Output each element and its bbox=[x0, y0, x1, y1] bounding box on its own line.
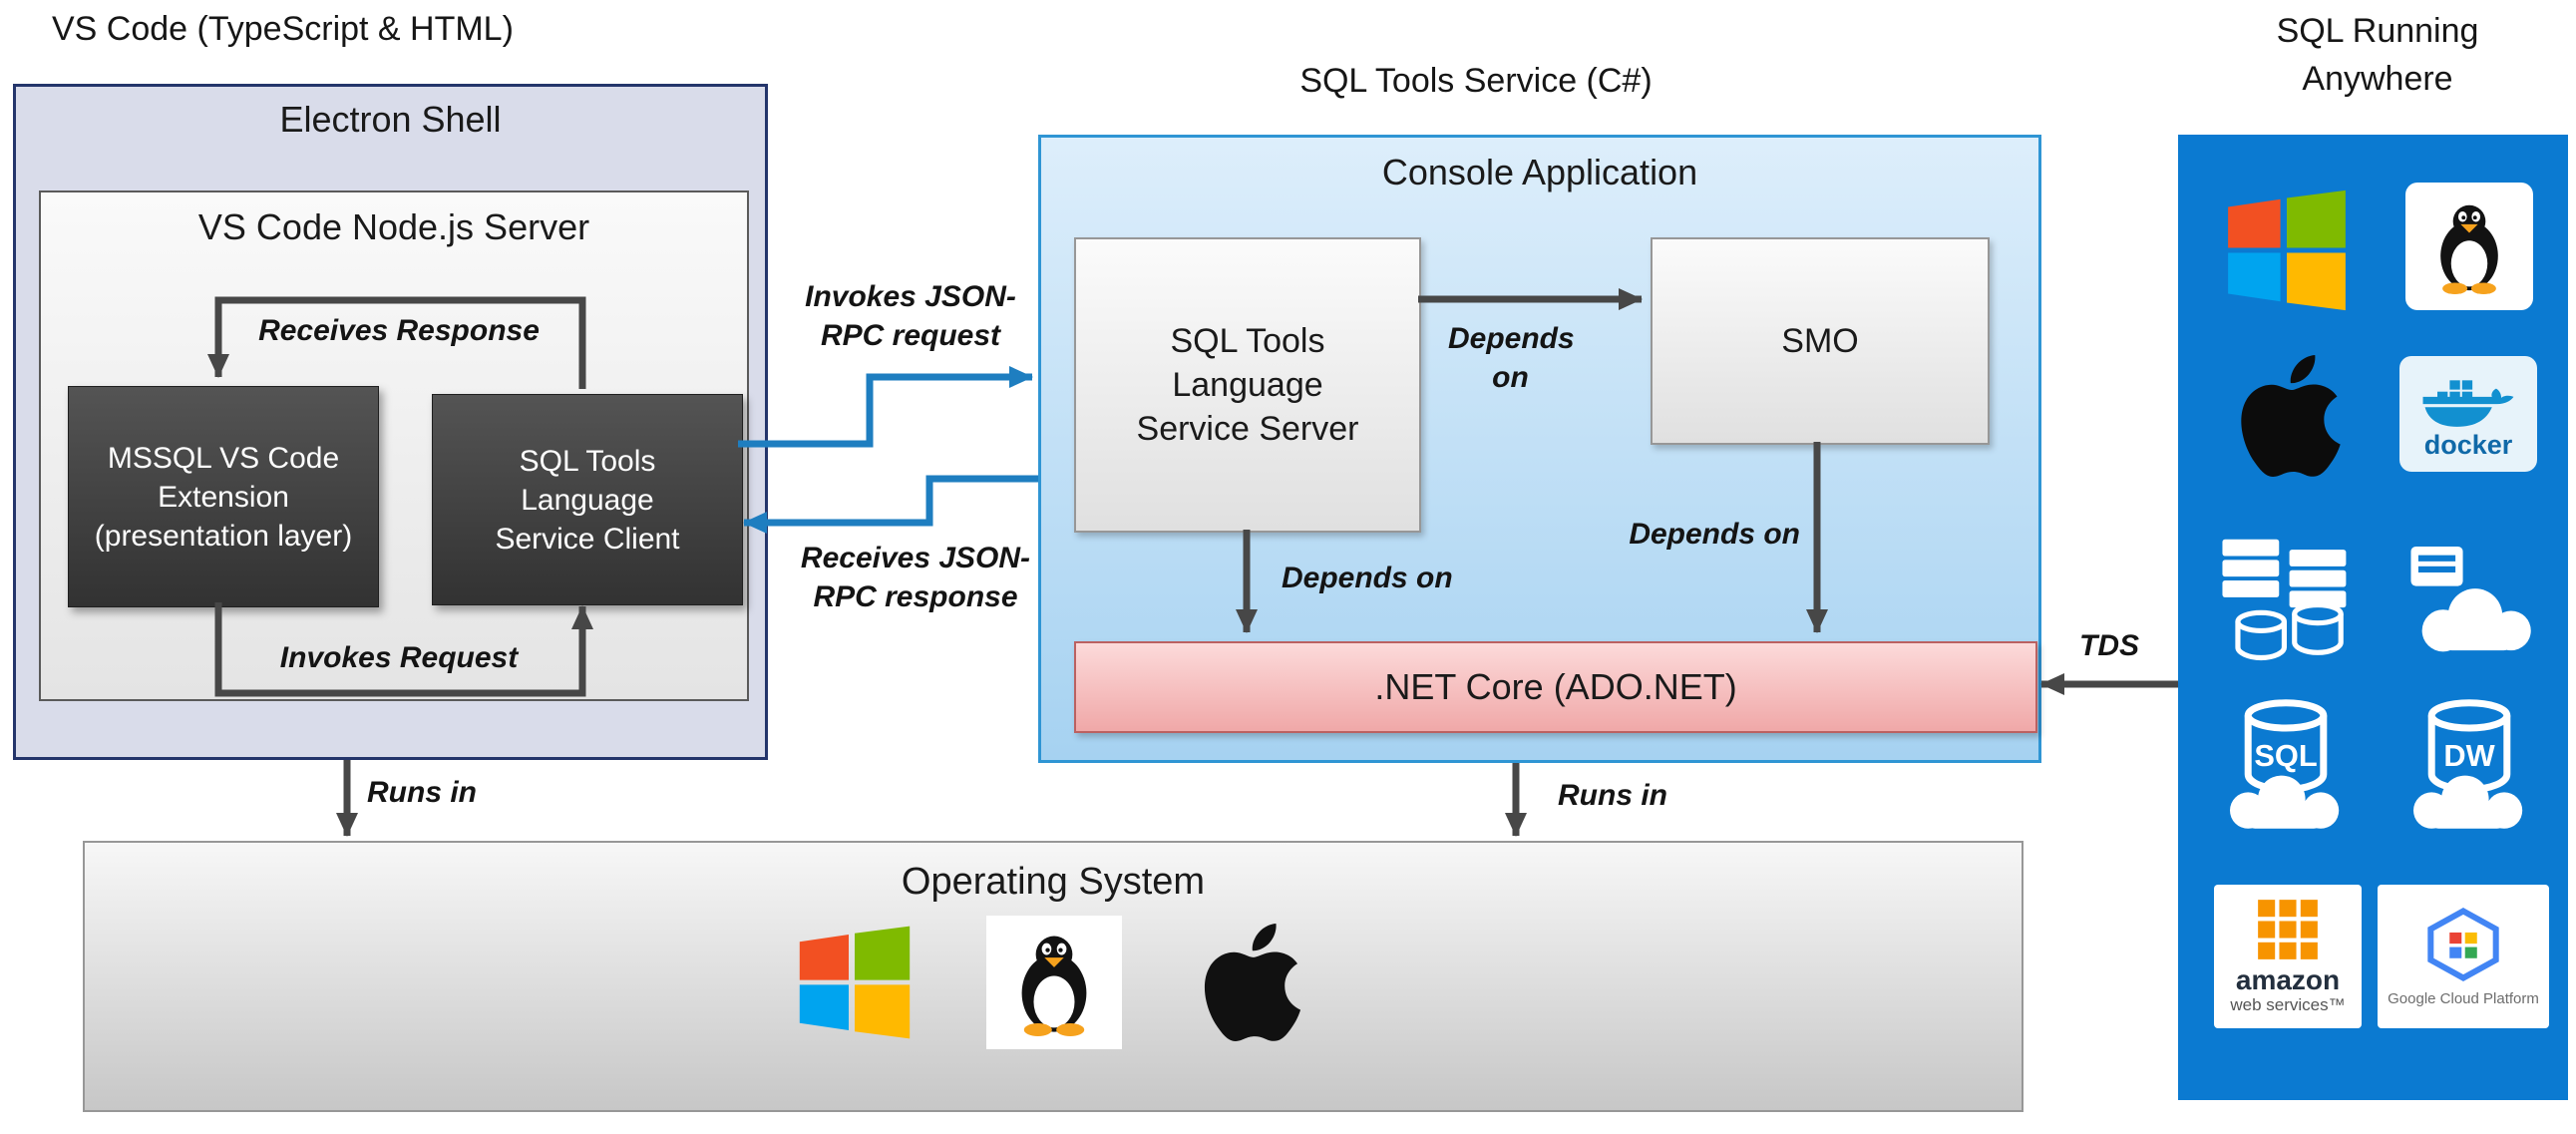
label-tds: TDS bbox=[2079, 629, 2139, 662]
console-application-title: Console Application bbox=[1381, 152, 1698, 192]
docker-icon: docker bbox=[2399, 356, 2537, 472]
label-invokes-jsonrpc: Invokes JSON- RPC request bbox=[786, 277, 1035, 355]
electron-shell-title: Electron Shell bbox=[279, 99, 502, 140]
node-server-title: VS Code Node.js Server bbox=[197, 206, 590, 247]
label-runs-in-left: Runs in bbox=[367, 776, 477, 809]
label-receives-jsonrpc-line2: RPC response bbox=[813, 580, 1018, 613]
windows-logo-icon bbox=[2223, 187, 2351, 314]
aws-logo-icon: amazon web services™ bbox=[2214, 885, 2362, 1028]
mssql-extension-box: MSSQL VS Code Extension (presentation la… bbox=[68, 386, 379, 607]
label-depends-on-smo: Depends on bbox=[1448, 322, 1575, 394]
label-receives-response: Receives Response bbox=[258, 314, 540, 347]
label-invokes-jsonrpc-line1: Invokes JSON- bbox=[805, 280, 1016, 313]
net-core-box: .NET Core (ADO.NET) bbox=[1074, 641, 2037, 733]
label-invokes-request: Invokes Request bbox=[279, 641, 519, 674]
section-title-sql-tools-service: SQL Tools Service (C#) bbox=[1299, 62, 1653, 100]
windows-logo-icon bbox=[795, 923, 915, 1042]
os-icons-row bbox=[85, 916, 2022, 1049]
operating-system-panel: Operating System bbox=[83, 841, 2024, 1112]
smo-box: SMO bbox=[1651, 237, 1990, 445]
azure-sql-dw-icon: DW bbox=[2390, 693, 2549, 833]
azure-vm-cloud-icon bbox=[2395, 542, 2545, 665]
gcp-logo-icon: Google Cloud Platform bbox=[2378, 885, 2549, 1028]
label-invokes-jsonrpc-line2: RPC request bbox=[820, 319, 1001, 352]
label-depends-on-server: Depends on bbox=[1282, 562, 1453, 594]
aws-sub-label: web services™ bbox=[2230, 995, 2346, 1015]
electron-shell-panel: Electron Shell VS Code Node.js Server MS… bbox=[13, 84, 768, 760]
sql-db-label: SQL bbox=[2254, 738, 2317, 773]
label-depends-on-smo-net: Depends on bbox=[1629, 518, 1800, 551]
service-server-box: SQL Tools Language Service Server bbox=[1074, 237, 1421, 533]
arrow-invokes-jsonrpc bbox=[738, 366, 1033, 448]
section-title-sql-running-anywhere: SQL Running Anywhere bbox=[2276, 12, 2479, 98]
label-receives-jsonrpc: Receives JSON- RPC response bbox=[786, 539, 1045, 616]
operating-system-title: Operating System bbox=[901, 861, 1206, 903]
label-receives-jsonrpc-line1: Receives JSON- bbox=[800, 542, 1031, 574]
service-client-box: SQL Tools Language Service Client bbox=[432, 394, 743, 605]
aws-name-label: amazon bbox=[2235, 964, 2341, 996]
apple-logo-icon bbox=[2230, 346, 2352, 486]
linux-tux-icon bbox=[986, 916, 1122, 1049]
label-runs-in-mid: Runs in bbox=[1558, 779, 1667, 812]
docker-label: docker bbox=[2423, 429, 2513, 460]
sql-server-icon bbox=[2206, 532, 2368, 673]
gcp-label: Google Cloud Platform bbox=[2388, 989, 2539, 1007]
arrow-receives-jsonrpc bbox=[743, 475, 1038, 534]
console-application-panel: Console Application SQL Tools Language S… bbox=[1038, 135, 2041, 763]
azure-sql-db-icon: SQL bbox=[2206, 693, 2366, 833]
section-title-vscode: VS Code (TypeScript & HTML) bbox=[52, 10, 514, 48]
linux-tux-icon bbox=[2405, 183, 2533, 310]
node-server-panel: VS Code Node.js Server MSSQL VS Code Ext… bbox=[39, 190, 749, 701]
sql-dw-label: DW bbox=[2443, 738, 2495, 773]
sql-anywhere-panel: docker bbox=[2178, 135, 2568, 1100]
apple-logo-icon bbox=[1194, 918, 1311, 1047]
